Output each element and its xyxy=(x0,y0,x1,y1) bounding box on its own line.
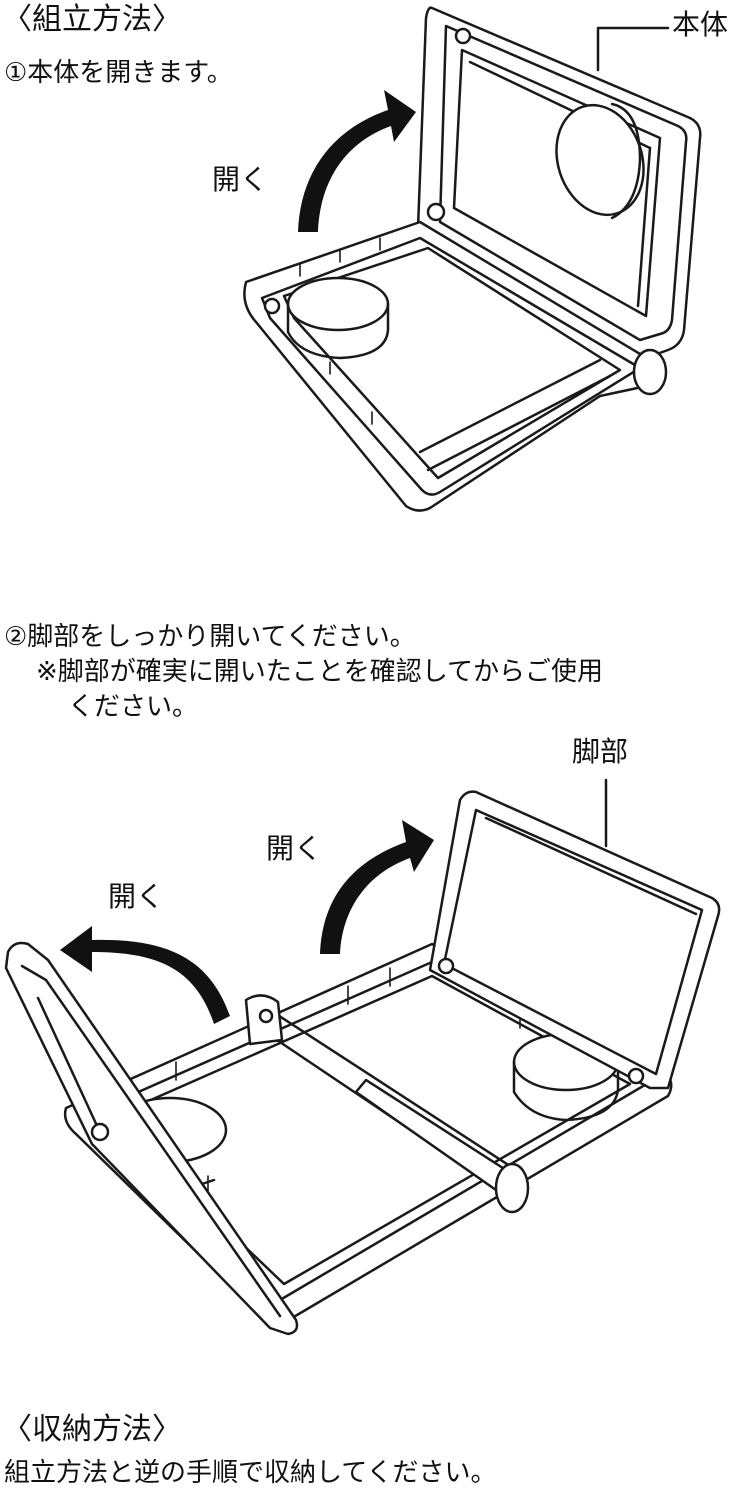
open-label-right: 開く xyxy=(266,832,323,865)
body-leader-line xyxy=(596,26,670,72)
storage-heading: 〈収納方法〉 xyxy=(2,1412,182,1447)
caution-note-line-1: ※脚部が確実に開いたことを確認してからご使用 xyxy=(36,657,604,687)
storage-text: 組立方法と逆の手順で収納してください。 xyxy=(4,1458,497,1488)
step-1-text: ①本体を開きます。 xyxy=(4,58,233,88)
open-label: 開く xyxy=(212,163,269,196)
open-arrow-left-icon xyxy=(60,926,230,1024)
body-label: 本体 xyxy=(672,8,729,41)
case-body-opening-illustration xyxy=(243,6,702,512)
assembly-heading: 〈組立方法〉 xyxy=(2,2,182,37)
open-arrow-right-icon xyxy=(320,820,434,954)
open-label-left: 開く xyxy=(108,880,165,913)
legs-label: 脚部 xyxy=(572,735,629,768)
caution-note-line-2: ください。 xyxy=(68,692,199,722)
step-2-text: ②脚部をしっかり開いてください。 xyxy=(4,622,416,652)
open-arrow-icon xyxy=(298,90,416,232)
